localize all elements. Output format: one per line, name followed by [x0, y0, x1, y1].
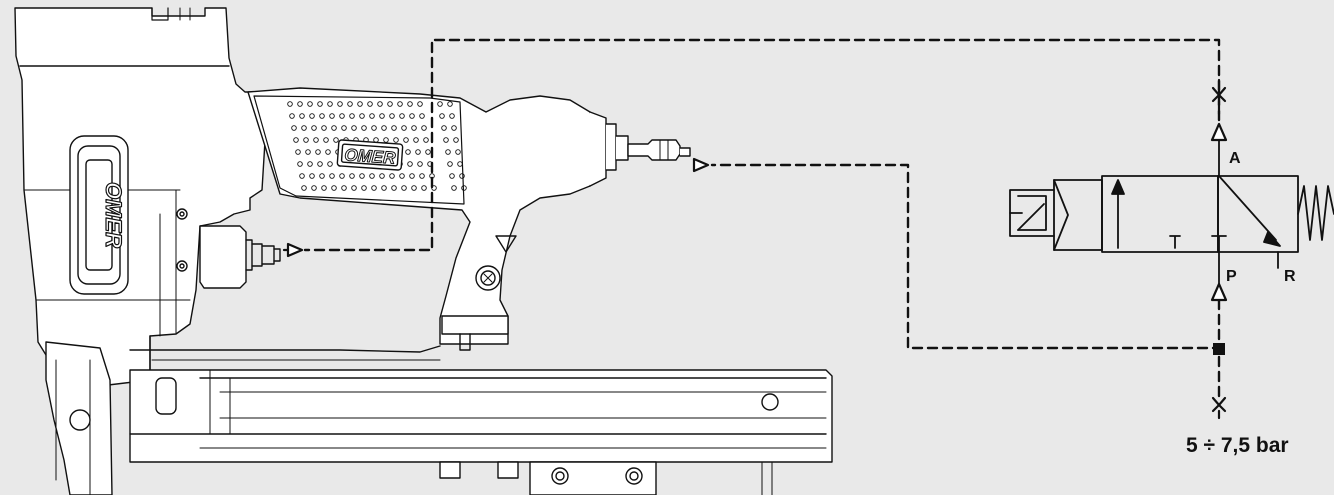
pressure-range-label: 5 ÷ 7,5 bar — [1186, 434, 1289, 457]
svg-text:OMER: OMER — [101, 182, 126, 248]
grip-dots — [287, 101, 467, 191]
port-a-label: A — [1229, 150, 1241, 167]
pilot-line — [303, 38, 1221, 252]
brand-logo-text: OMER — [344, 145, 397, 168]
air-inlet-fitting — [627, 139, 681, 161]
stapler-tool: OMER — [14, 7, 833, 495]
magazine-rail — [129, 369, 833, 463]
port-p-label: P — [1226, 268, 1237, 285]
coupling-top-icon — [1211, 78, 1227, 116]
brand-logo-side: OMER — [69, 135, 129, 295]
tool-housing — [14, 7, 269, 387]
solenoid-actuator — [1009, 179, 1103, 251]
arrow-up-p — [1210, 282, 1228, 302]
solenoid-valve — [1009, 139, 1334, 285]
flow-arrows — [282, 78, 1228, 420]
coupling-bottom-icon — [1211, 396, 1227, 420]
port-r-label: R — [1284, 268, 1296, 285]
arrow-to-air-inlet — [692, 157, 710, 173]
supply-line — [710, 163, 1221, 350]
air-lines — [303, 38, 1221, 398]
arrow-to-valve-block — [286, 242, 304, 258]
brand-logo-grip: OMER — [336, 139, 404, 171]
junction-node — [1213, 343, 1225, 355]
valve-block — [199, 225, 247, 289]
arrow-up-a — [1210, 122, 1228, 142]
tool-nose — [45, 341, 113, 495]
tool-handle — [247, 87, 601, 345]
valve-spring-icon — [1297, 185, 1334, 241]
